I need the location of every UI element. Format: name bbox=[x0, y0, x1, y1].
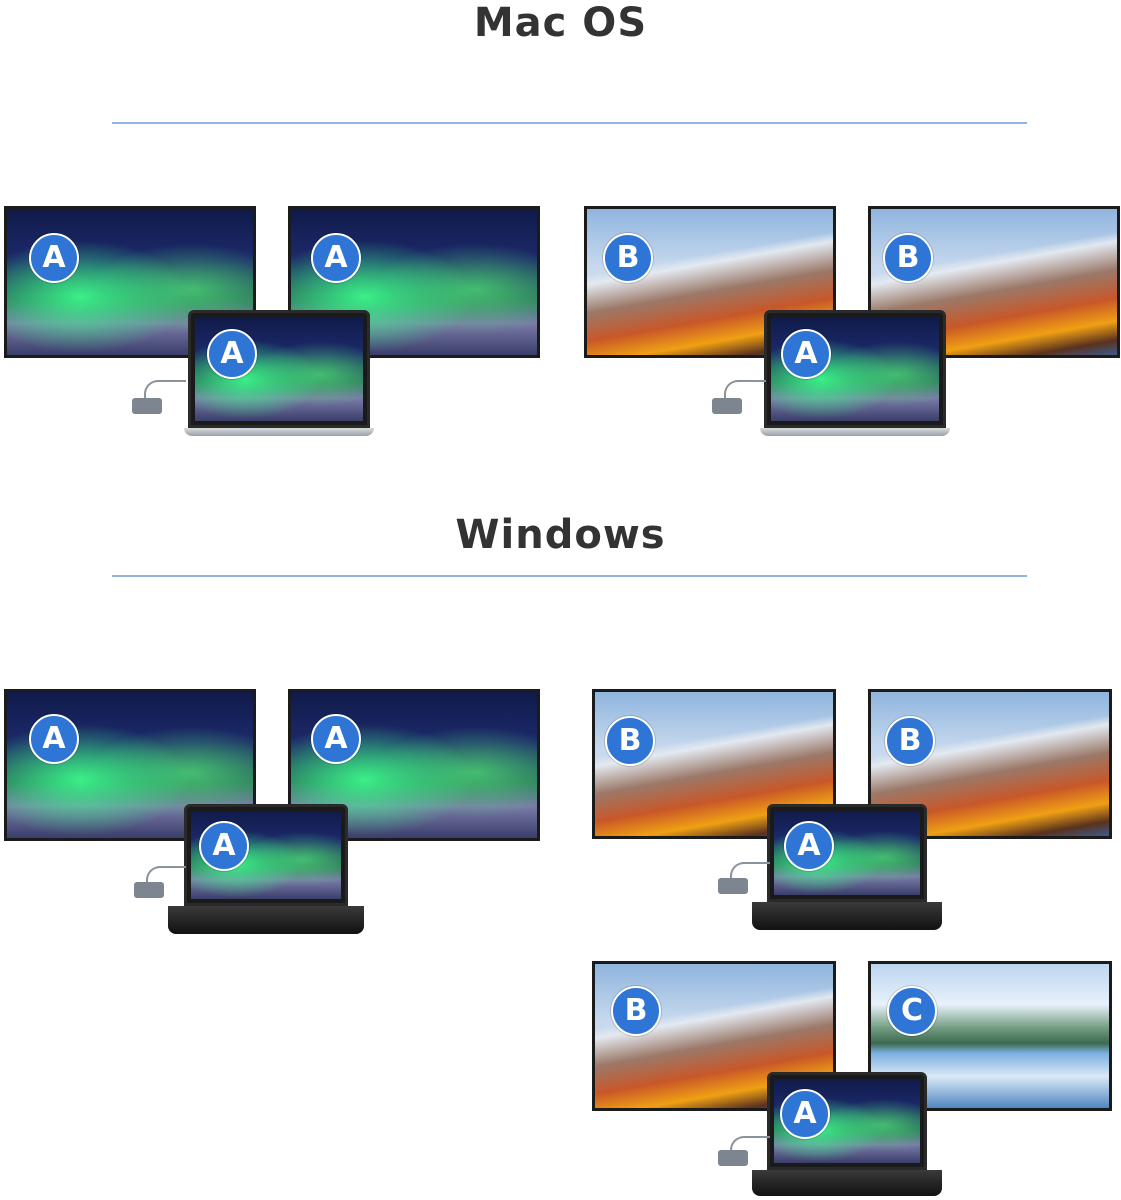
laptop-macbook: A bbox=[184, 310, 374, 436]
heading-windows: Windows bbox=[455, 512, 666, 558]
heading-mac-os: Mac OS bbox=[473, 0, 648, 46]
display-badge: C bbox=[887, 986, 937, 1036]
usb-hub bbox=[712, 398, 742, 414]
display-badge: A bbox=[784, 821, 834, 871]
laptop-base bbox=[184, 428, 374, 436]
display-badge: B bbox=[883, 233, 933, 283]
display-badge: A bbox=[311, 714, 361, 764]
display-badge: B bbox=[605, 716, 655, 766]
laptop-macbook: A bbox=[760, 310, 950, 436]
divider-mac-os bbox=[112, 122, 1027, 124]
laptop-lid: A bbox=[767, 804, 927, 902]
display-badge: B bbox=[885, 716, 935, 766]
laptop-base bbox=[760, 428, 950, 436]
laptop-keyboard-base bbox=[752, 1170, 942, 1196]
display-badge: B bbox=[603, 233, 653, 283]
laptop-lid: A bbox=[764, 310, 946, 428]
display-badge: A bbox=[199, 821, 249, 871]
cable bbox=[724, 380, 766, 404]
tv-right: A bbox=[288, 689, 540, 841]
tv-left: B bbox=[584, 206, 836, 358]
usb-hub bbox=[718, 1150, 748, 1166]
divider-windows bbox=[112, 575, 1027, 577]
laptop-lid: A bbox=[184, 804, 348, 906]
display-badge: A bbox=[29, 233, 79, 283]
display-badge: A bbox=[29, 714, 79, 764]
display-badge: B bbox=[611, 986, 661, 1036]
laptop-keyboard-base bbox=[168, 906, 364, 934]
laptop-lid: A bbox=[188, 310, 370, 428]
usb-hub bbox=[132, 398, 162, 414]
cable bbox=[144, 380, 186, 404]
laptop-windows: A bbox=[752, 804, 942, 930]
cable bbox=[146, 866, 186, 888]
laptop-windows: A bbox=[752, 1072, 942, 1196]
usb-hub bbox=[134, 882, 164, 898]
tv-right: B bbox=[868, 689, 1112, 839]
tv-left: A bbox=[4, 206, 256, 358]
cable bbox=[730, 862, 770, 884]
display-badge: A bbox=[207, 329, 257, 379]
cable bbox=[730, 1136, 770, 1156]
laptop-lid: A bbox=[767, 1072, 927, 1170]
laptop-keyboard-base bbox=[752, 902, 942, 930]
tv-right: A bbox=[288, 206, 540, 358]
laptop-windows: A bbox=[168, 804, 364, 934]
display-badge: A bbox=[781, 329, 831, 379]
usb-hub bbox=[718, 878, 748, 894]
display-badge: A bbox=[780, 1089, 830, 1139]
display-badge: A bbox=[311, 233, 361, 283]
